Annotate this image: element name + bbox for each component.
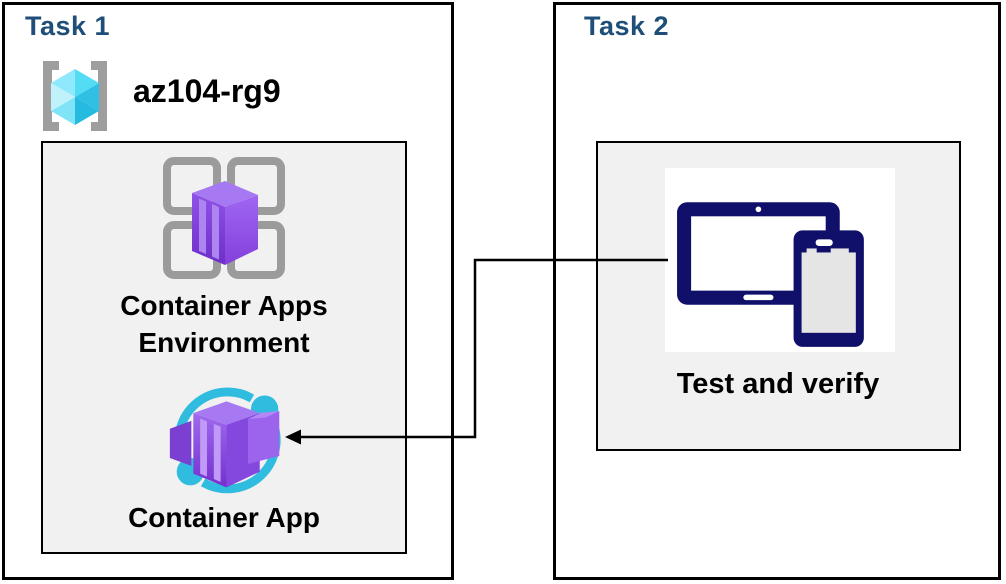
- resource-group-name: az104-rg9: [133, 73, 281, 109]
- task1-title: Task 1: [25, 11, 111, 41]
- verify-label: Test and verify: [676, 368, 880, 400]
- devices-icon-background: [665, 168, 895, 352]
- task1-panel: Container Apps Environment: [41, 141, 407, 554]
- task2-box: Task 2: [553, 2, 1001, 580]
- task2-title: Task 2: [584, 11, 670, 41]
- task1-box: Task 1 az104-rg9: [2, 2, 454, 580]
- container-apps-environment-icon: [159, 153, 289, 283]
- resource-group-icon: [29, 57, 121, 135]
- container-app-icon: [164, 374, 291, 501]
- task2-panel: Test and verify: [596, 141, 961, 451]
- devices-icon: [665, 168, 895, 352]
- environment-label: Container Apps Environment: [120, 290, 328, 358]
- app-label: Container App: [128, 502, 320, 533]
